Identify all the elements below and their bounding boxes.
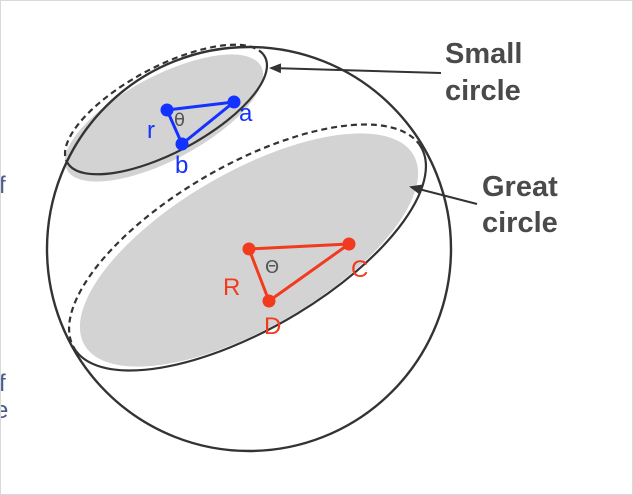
small-vertex-a-label: a [239, 100, 253, 127]
small-vertex-a-dot [227, 95, 241, 109]
small-circle-plane [63, 43, 269, 182]
small-circle-arrow [269, 63, 442, 74]
small-vertex-b-dot [175, 137, 189, 151]
great-triangle [242, 237, 356, 308]
edge-fragment-f1: f [1, 172, 6, 199]
great-circle-label-line1: Great [482, 171, 558, 203]
great-vertex-r-dot [242, 242, 256, 256]
great-circle-arrow [409, 184, 478, 205]
great-vertex-d-dot [262, 294, 276, 308]
great-angle-label: Θ [265, 257, 279, 278]
small-vertex-r-label: r [147, 117, 155, 144]
small-vertex-r-dot [160, 103, 174, 117]
great-vertex-r-label: R [223, 274, 240, 301]
small-triangle [160, 95, 241, 151]
great-circle-label-line2: circle [482, 207, 558, 239]
great-vertex-c-label: C [351, 256, 368, 283]
small-circle-label-line2: circle [445, 75, 521, 107]
edge-fragment-f2: f [1, 370, 6, 397]
sphere-outline [45, 45, 453, 453]
small-circle-label-line1: Small [445, 38, 522, 70]
great-vertex-d-label: D [264, 313, 281, 340]
small-vertex-b-label: b [175, 152, 188, 179]
great-vertex-c-dot [342, 237, 356, 251]
edge-fragment-e1: e [1, 397, 8, 424]
small-angle-label: θ [174, 110, 185, 131]
